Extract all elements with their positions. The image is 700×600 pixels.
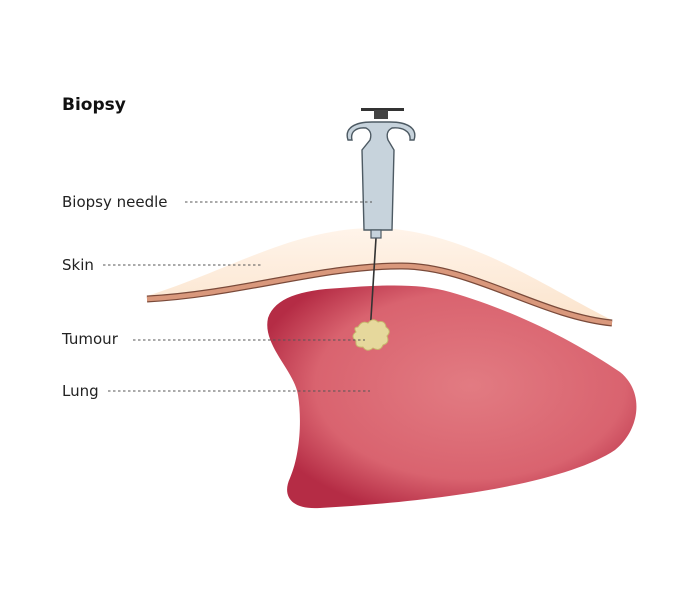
- syringe: [346, 108, 416, 239]
- leader-lines: [103, 201, 372, 392]
- tumour: [352, 319, 390, 351]
- label-skin: Skin: [62, 256, 94, 274]
- label-biopsy-needle: Biopsy needle: [62, 193, 168, 211]
- needle-shaft: [369, 237, 377, 335]
- diagram-title: Biopsy: [62, 95, 126, 115]
- label-lung: Lung: [62, 382, 99, 400]
- skin-layer: [147, 227, 612, 326]
- label-tumour: Tumour: [62, 330, 118, 348]
